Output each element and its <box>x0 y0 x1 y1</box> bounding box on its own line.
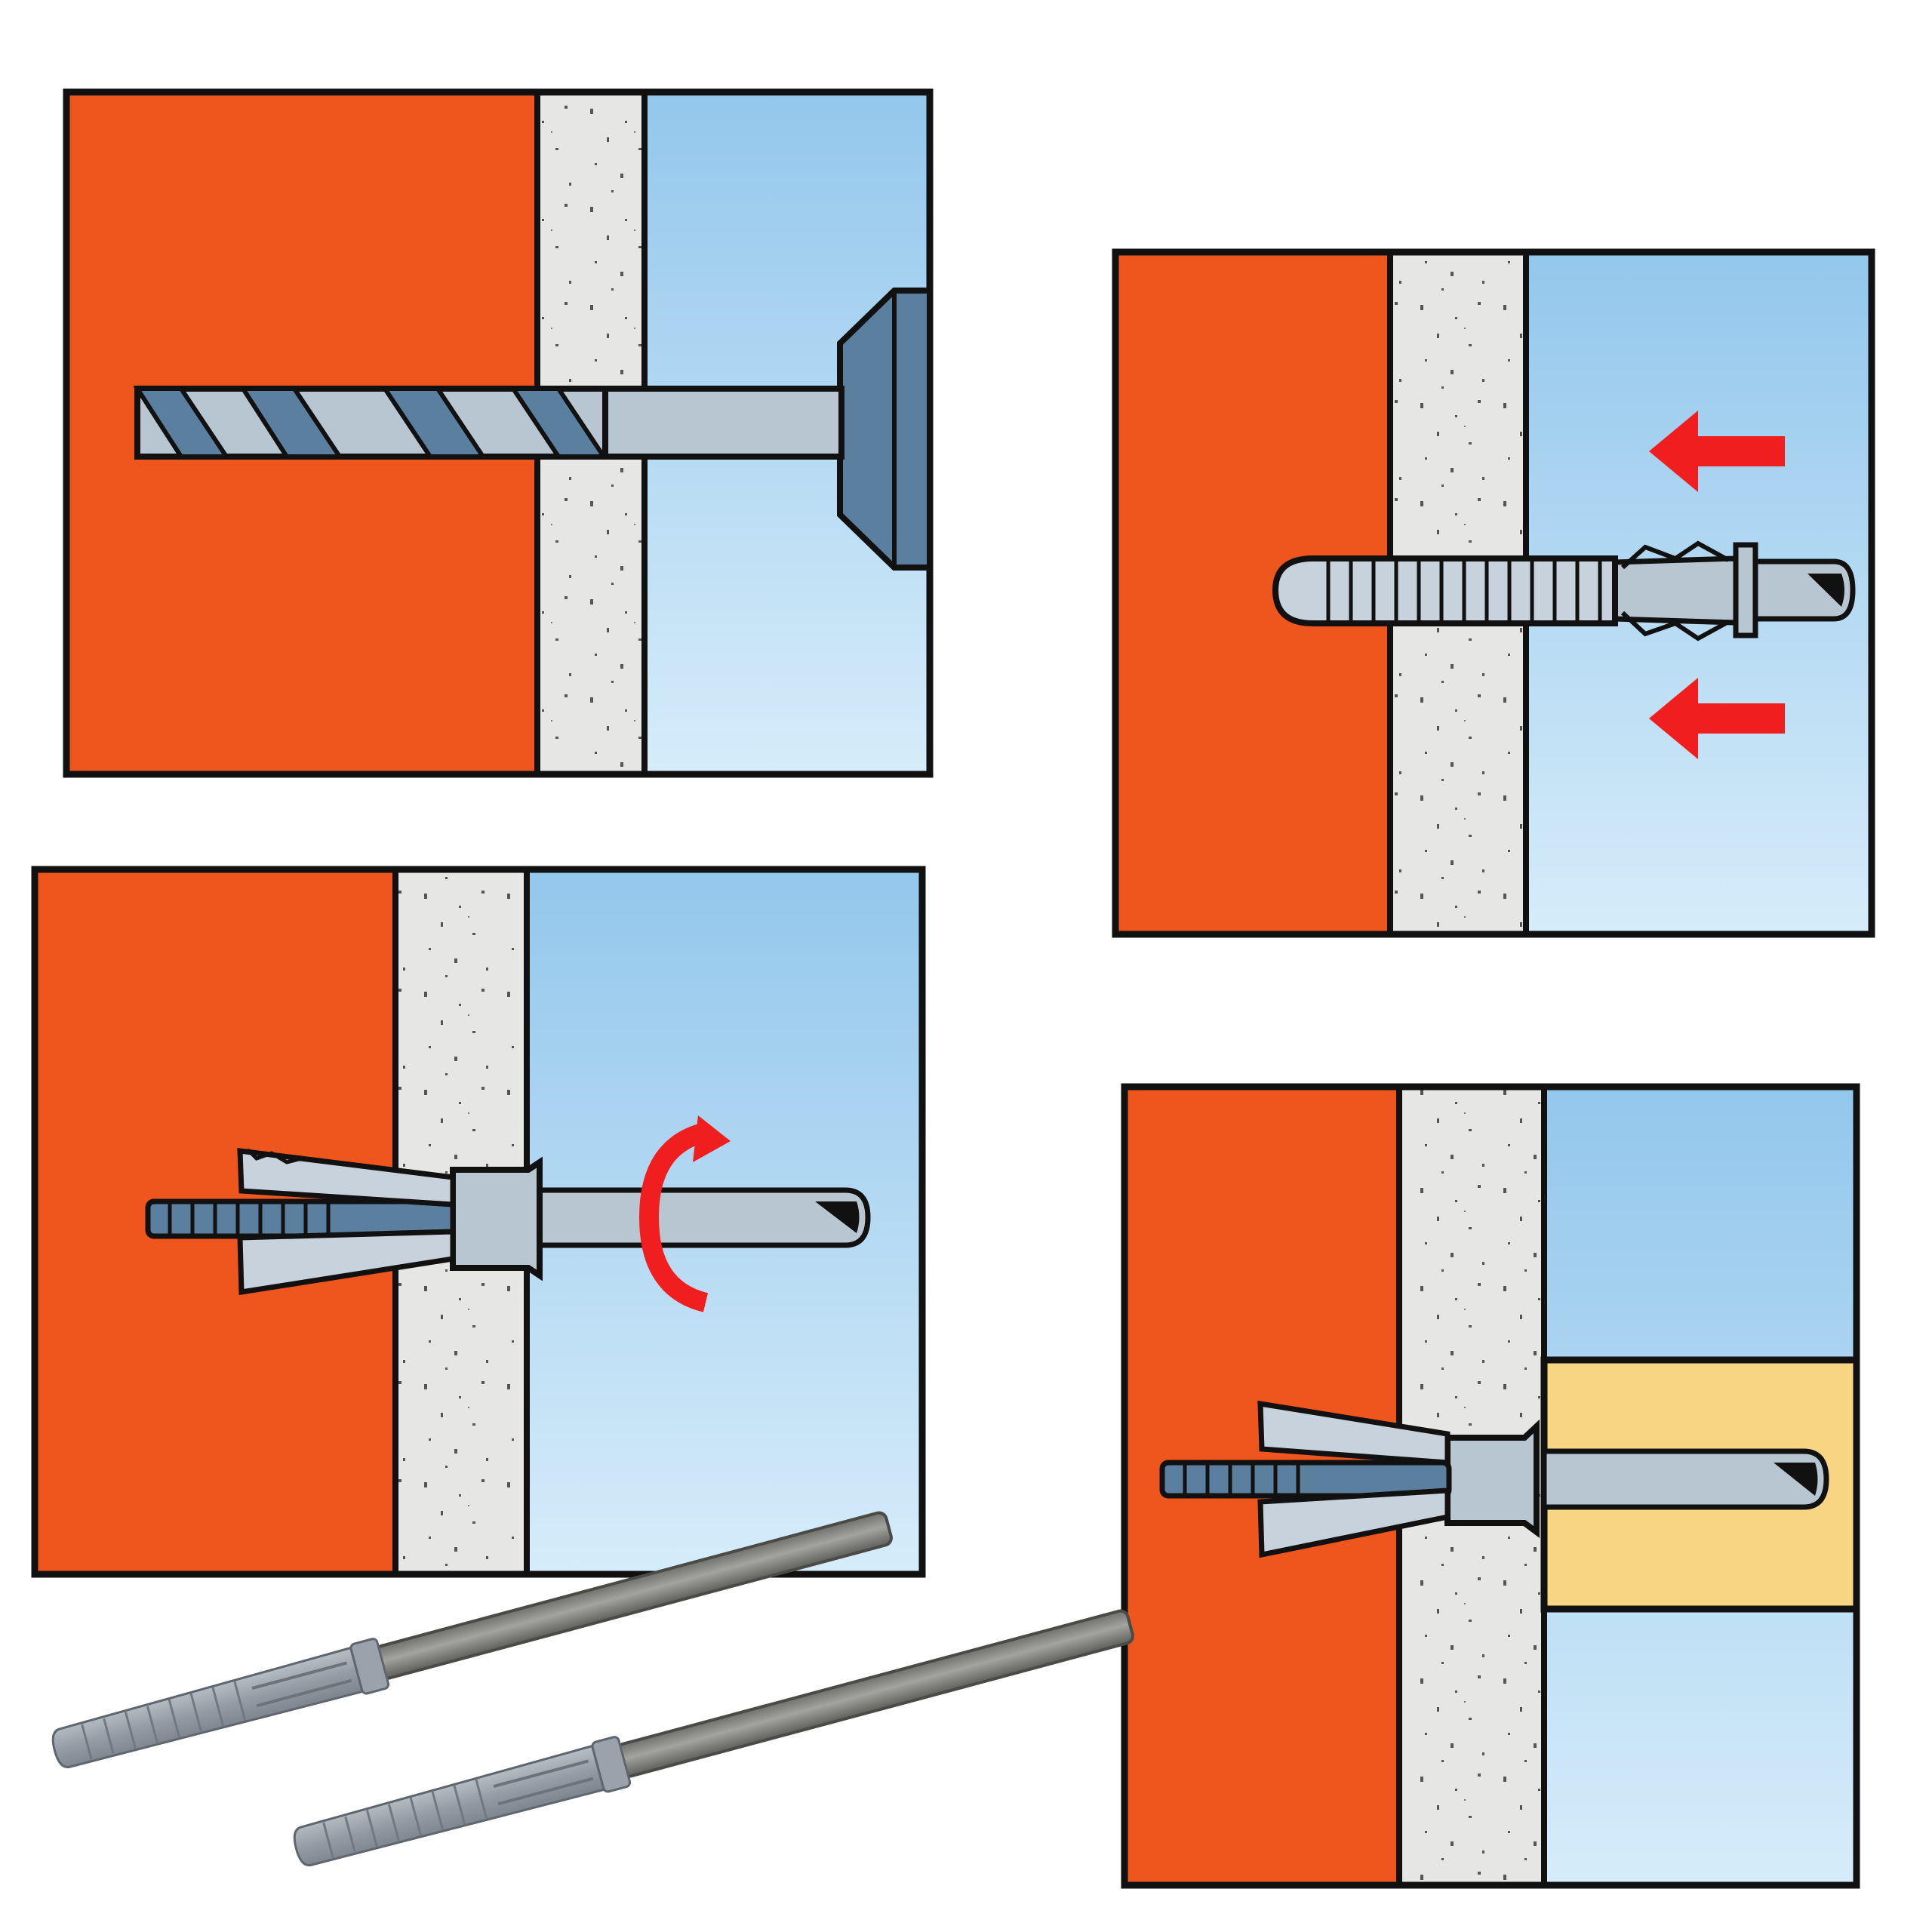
rotate-arrow-icon <box>638 1115 731 1312</box>
frame-anchor-product <box>51 1511 1134 1867</box>
frame-anchor-icon <box>51 1511 893 1769</box>
expanded-anchor-icon <box>145 1148 871 1296</box>
panel-drive-screw <box>31 866 926 1578</box>
drill-bit-icon <box>133 288 933 571</box>
secured-anchor-icon <box>1159 1400 1829 1558</box>
panel-drill-hole <box>63 88 934 778</box>
panel-fixture-secured <box>1121 1083 1860 1889</box>
panel-insert-anchor <box>1112 248 1875 938</box>
arrow-left-icon <box>1649 411 1785 492</box>
anchor-plug-icon <box>1272 540 1856 641</box>
frame-anchor-icon <box>293 1609 1134 1867</box>
arrow-left-icon <box>1649 678 1785 759</box>
